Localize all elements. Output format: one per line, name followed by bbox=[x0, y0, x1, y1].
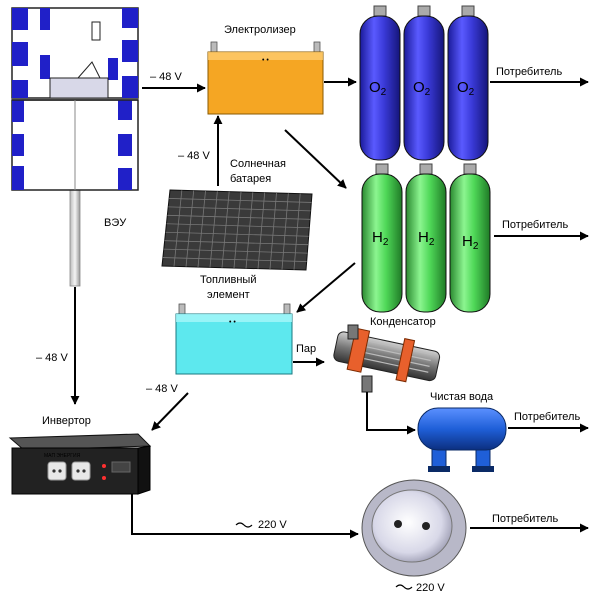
hydrogen-formula: H2 bbox=[462, 233, 479, 252]
svg-text:• •: • • bbox=[262, 57, 269, 64]
oxygen-cylinder: O2 bbox=[359, 5, 401, 161]
ac-symbol bbox=[395, 584, 413, 590]
oxygen-formula: O2 bbox=[369, 79, 387, 98]
electrolyzer: Электролизер • • bbox=[207, 24, 324, 115]
oxygen-cylinder: O2 bbox=[403, 5, 445, 161]
voltage-inverter-out: 220 V bbox=[258, 519, 287, 531]
solar-battery-label-line1: Солнечная bbox=[230, 158, 286, 170]
arrow-inverter-to-outlet bbox=[131, 494, 359, 539]
voltage-outlet: 220 V bbox=[416, 582, 445, 594]
hydrogen-cylinder: H2 bbox=[361, 163, 403, 313]
outlet-face bbox=[371, 489, 453, 563]
wind-turbine-label: ВЭУ bbox=[104, 217, 127, 229]
oxygen-formula: O2 bbox=[413, 79, 431, 98]
steam-label: Пар bbox=[296, 343, 316, 355]
arrow-electrolyzer-to-hydrogen bbox=[284, 129, 347, 189]
hydrogen-formula: H2 bbox=[372, 229, 389, 248]
turbine-blades-top bbox=[12, 8, 138, 98]
voltage-solar-electrolyzer: – 48 V bbox=[178, 150, 210, 162]
clean-water-label: Чистая вода bbox=[430, 391, 494, 403]
hydrogen-cylinder: H2 bbox=[405, 163, 447, 313]
consumer-hydrogen: Потребитель bbox=[502, 219, 568, 231]
electrolyzer-body bbox=[207, 51, 324, 115]
inverter-brand: МАП ЭНЕРГИЯ bbox=[44, 453, 81, 459]
flow-arrows bbox=[70, 77, 589, 539]
solar-battery: Солнечная батарея bbox=[161, 158, 313, 271]
oxygen-cylinders: O2 O2 O2 bbox=[359, 5, 489, 161]
fuel-cell: Топливный элемент • • bbox=[175, 274, 293, 375]
fuel-cell-label-line2: элемент bbox=[207, 289, 250, 301]
water-tank: Чистая вода bbox=[417, 391, 507, 472]
consumer-power: Потребитель bbox=[492, 513, 558, 525]
condenser-label: Конденсатор bbox=[370, 316, 436, 328]
turbine-blades-bottom bbox=[12, 100, 132, 190]
inverter: Инвертор МАП ЭНЕРГИЯ bbox=[8, 415, 152, 495]
water-tank-body bbox=[417, 407, 507, 451]
consumer-oxygen: Потребитель bbox=[496, 66, 562, 78]
arrow-fuel-cell-to-inverter bbox=[151, 392, 189, 431]
voltage-turbine-electrolyzer: – 48 V bbox=[150, 71, 182, 83]
hydrogen-cylinders: H2 H2 H2 bbox=[361, 163, 491, 313]
electrolyzer-label: Электролизер bbox=[224, 24, 296, 36]
turbine-hub bbox=[49, 77, 109, 99]
arrow-condenser-to-tank bbox=[366, 392, 416, 435]
consumer-water: Потребитель bbox=[514, 411, 580, 423]
solar-battery-label-line2: батарея bbox=[230, 173, 271, 185]
power-outlet bbox=[361, 479, 467, 577]
fuel-cell-label-line1: Топливный bbox=[200, 274, 256, 286]
hydrogen-cylinder: H2 bbox=[449, 163, 491, 313]
hydrogen-formula: H2 bbox=[418, 229, 435, 248]
ac-symbol bbox=[235, 522, 253, 528]
oxygen-formula: O2 bbox=[457, 79, 475, 98]
svg-text:• •: • • bbox=[229, 319, 236, 326]
condenser: Конденсатор Пар bbox=[296, 316, 441, 393]
inverter-label: Инвертор bbox=[42, 415, 91, 427]
voltage-turbine-inverter: – 48 V bbox=[36, 352, 68, 364]
fuel-cell-body bbox=[175, 313, 293, 375]
arrow-hydrogen-to-fuel-cell bbox=[296, 262, 356, 313]
oxygen-cylinder: O2 bbox=[447, 5, 489, 161]
wind-turbine: ВЭУ bbox=[11, 7, 139, 287]
voltage-fuel-cell-inverter: – 48 V bbox=[146, 383, 178, 395]
